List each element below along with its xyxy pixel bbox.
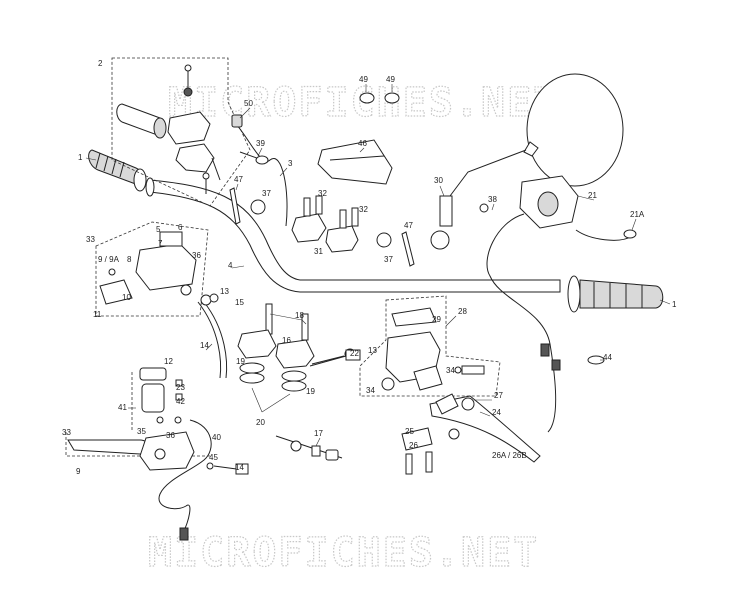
callout-label: 12 xyxy=(164,357,173,366)
callout-label: 47 xyxy=(404,221,413,230)
callout-label: 5 xyxy=(156,225,161,234)
right-master-cylinder-group xyxy=(359,295,501,397)
watermark-bottom: MICROFICHES.NET xyxy=(148,530,539,576)
throttle-assembly-group xyxy=(111,57,251,207)
callout-label: 37 xyxy=(262,189,271,198)
callout-label: 15 xyxy=(235,298,244,307)
lower-clamps xyxy=(237,303,356,392)
handlebar xyxy=(149,179,561,293)
callout-label: 39 xyxy=(256,139,265,148)
clips-49 xyxy=(359,92,400,104)
callout-label: 26A / 26B xyxy=(492,451,527,460)
callout-label: 46 xyxy=(358,139,367,148)
callout-label: 31 xyxy=(314,247,323,256)
callout-label: 1 xyxy=(672,300,677,309)
callout-label: 3 xyxy=(288,159,293,168)
clutch-lever-assembly xyxy=(65,416,249,541)
left-grip xyxy=(88,149,155,197)
callout-label: 9 / 9A xyxy=(98,255,120,264)
left-master-cylinder-group xyxy=(95,221,209,317)
watermark-top: MICROFICHES.NET xyxy=(168,80,559,126)
callout-label: 25 xyxy=(405,427,414,436)
throttle-cable xyxy=(231,114,288,227)
callout-label: 45 xyxy=(209,453,218,462)
callout-label: 37 xyxy=(384,255,393,264)
callout-label: 11 xyxy=(93,310,102,319)
callout-label: 14 xyxy=(235,463,244,472)
callout-label: 23 xyxy=(176,383,185,392)
callout-label: 27 xyxy=(494,391,503,400)
switch-assembly xyxy=(479,175,637,433)
callout-label: 19 xyxy=(306,387,315,396)
callout-label: 19 xyxy=(236,357,245,366)
callout-label: 50 xyxy=(244,99,253,108)
callout-label: 18 xyxy=(295,311,304,320)
callout-label: 32 xyxy=(318,189,327,198)
callout-label: 36 xyxy=(166,431,175,440)
callout-label: 33 xyxy=(62,428,71,437)
callout-label: 29 xyxy=(432,315,441,324)
callout-label: 36 xyxy=(192,251,201,260)
right-grip xyxy=(567,275,664,313)
callout-label: 13 xyxy=(220,287,229,296)
cable-clip-right xyxy=(376,231,415,267)
callout-label: 1 xyxy=(78,153,83,162)
brake-hose-left xyxy=(197,293,228,379)
callout-label: 28 xyxy=(458,307,467,316)
fluid-reservoir-group xyxy=(131,367,183,430)
callout-label: 21A xyxy=(630,210,645,219)
callout-label: 16 xyxy=(282,336,291,345)
callout-label: 33 xyxy=(86,235,95,244)
callout-label: 17 xyxy=(314,429,323,438)
callout-label: 49 xyxy=(386,75,395,84)
callout-label: 4 xyxy=(228,261,233,270)
callout-label: 24 xyxy=(492,408,501,417)
callout-label: 30 xyxy=(434,176,443,185)
mirror xyxy=(430,73,624,250)
callout-label: 22 xyxy=(350,349,359,358)
callout-labels: 2 1 50 39 3 47 37 49 49 46 32 32 31 47 3… xyxy=(62,59,677,476)
callout-label: 9 xyxy=(76,467,81,476)
callout-label: 38 xyxy=(488,195,497,204)
callout-label: 10 xyxy=(122,293,131,302)
callout-label: 7 xyxy=(158,239,163,248)
handlebar-clamps xyxy=(291,195,359,253)
callout-label: 34 xyxy=(446,366,455,375)
callout-label: 26 xyxy=(409,441,418,450)
callout-label: 47 xyxy=(234,175,243,184)
front-brake-lever xyxy=(429,393,541,463)
callout-label: 34 xyxy=(366,386,375,395)
callout-label: 49 xyxy=(359,75,368,84)
lever-bracket xyxy=(401,427,460,475)
callout-label: 42 xyxy=(176,397,185,406)
callout-label: 6 xyxy=(178,223,183,232)
callout-label: 13 xyxy=(368,346,377,355)
cable-clip-left xyxy=(229,187,266,225)
handlebar-cover-pad xyxy=(317,139,393,185)
leader-lines xyxy=(85,84,671,447)
callout-label: 2 xyxy=(98,59,103,68)
callout-label: 41 xyxy=(118,403,127,412)
callout-label: 32 xyxy=(359,205,368,214)
callout-label: 20 xyxy=(256,418,265,427)
callout-label: 8 xyxy=(127,255,132,264)
callout-label: 44 xyxy=(603,353,612,362)
callout-label: 35 xyxy=(137,427,146,436)
callout-label: 21 xyxy=(588,191,597,200)
callout-label: 14 xyxy=(200,341,209,350)
adjuster-rod xyxy=(275,435,343,461)
hose-fitting-22 xyxy=(311,349,361,365)
callout-label: 40 xyxy=(212,433,221,442)
